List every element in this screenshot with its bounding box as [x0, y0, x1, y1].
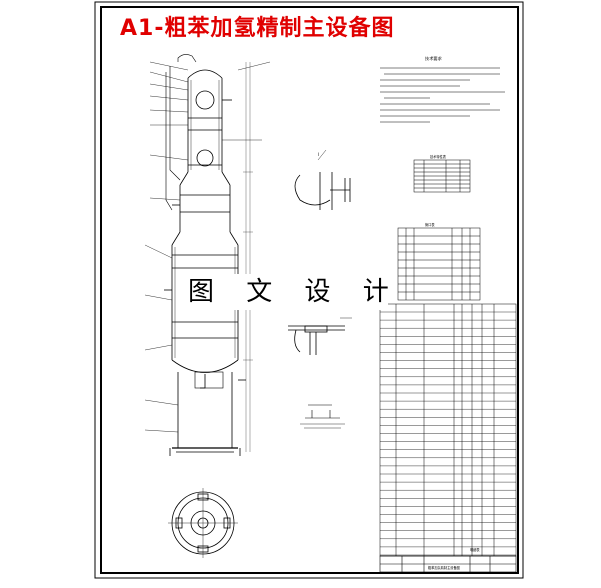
- nozzle-table-heading: 管口表: [425, 222, 435, 227]
- inner-border: [100, 6, 519, 574]
- column-elevation: [144, 54, 271, 456]
- characteristics-table: 技术特性表: [413, 154, 471, 193]
- nozzle-table: 管口表: [397, 222, 481, 301]
- title-block-drawing-name: 粗苯加氢精制主设备图: [428, 565, 460, 570]
- detail-view-flange: [294, 149, 351, 210]
- detail-label-1: I: [318, 152, 319, 157]
- tech-requirements-block: 技术要求: [380, 55, 505, 123]
- outer-border: [94, 1, 524, 579]
- characteristics-heading: 技术特性表: [430, 154, 447, 159]
- tech-requirements-heading: 技术要求: [425, 55, 443, 62]
- parts-list-rows: [380, 311, 516, 556]
- watermark-banner: 图 文 设 计: [188, 274, 389, 310]
- title-block: [379, 555, 517, 573]
- drawing-title: A1-粗苯加氢精制主设备图: [120, 16, 395, 41]
- plan-view: [168, 488, 238, 558]
- parts-list-heading: 明细表: [470, 547, 480, 552]
- parts-list-table: [379, 303, 517, 557]
- detail-view-tray: [288, 317, 352, 355]
- detail-view-foundation: [300, 404, 345, 429]
